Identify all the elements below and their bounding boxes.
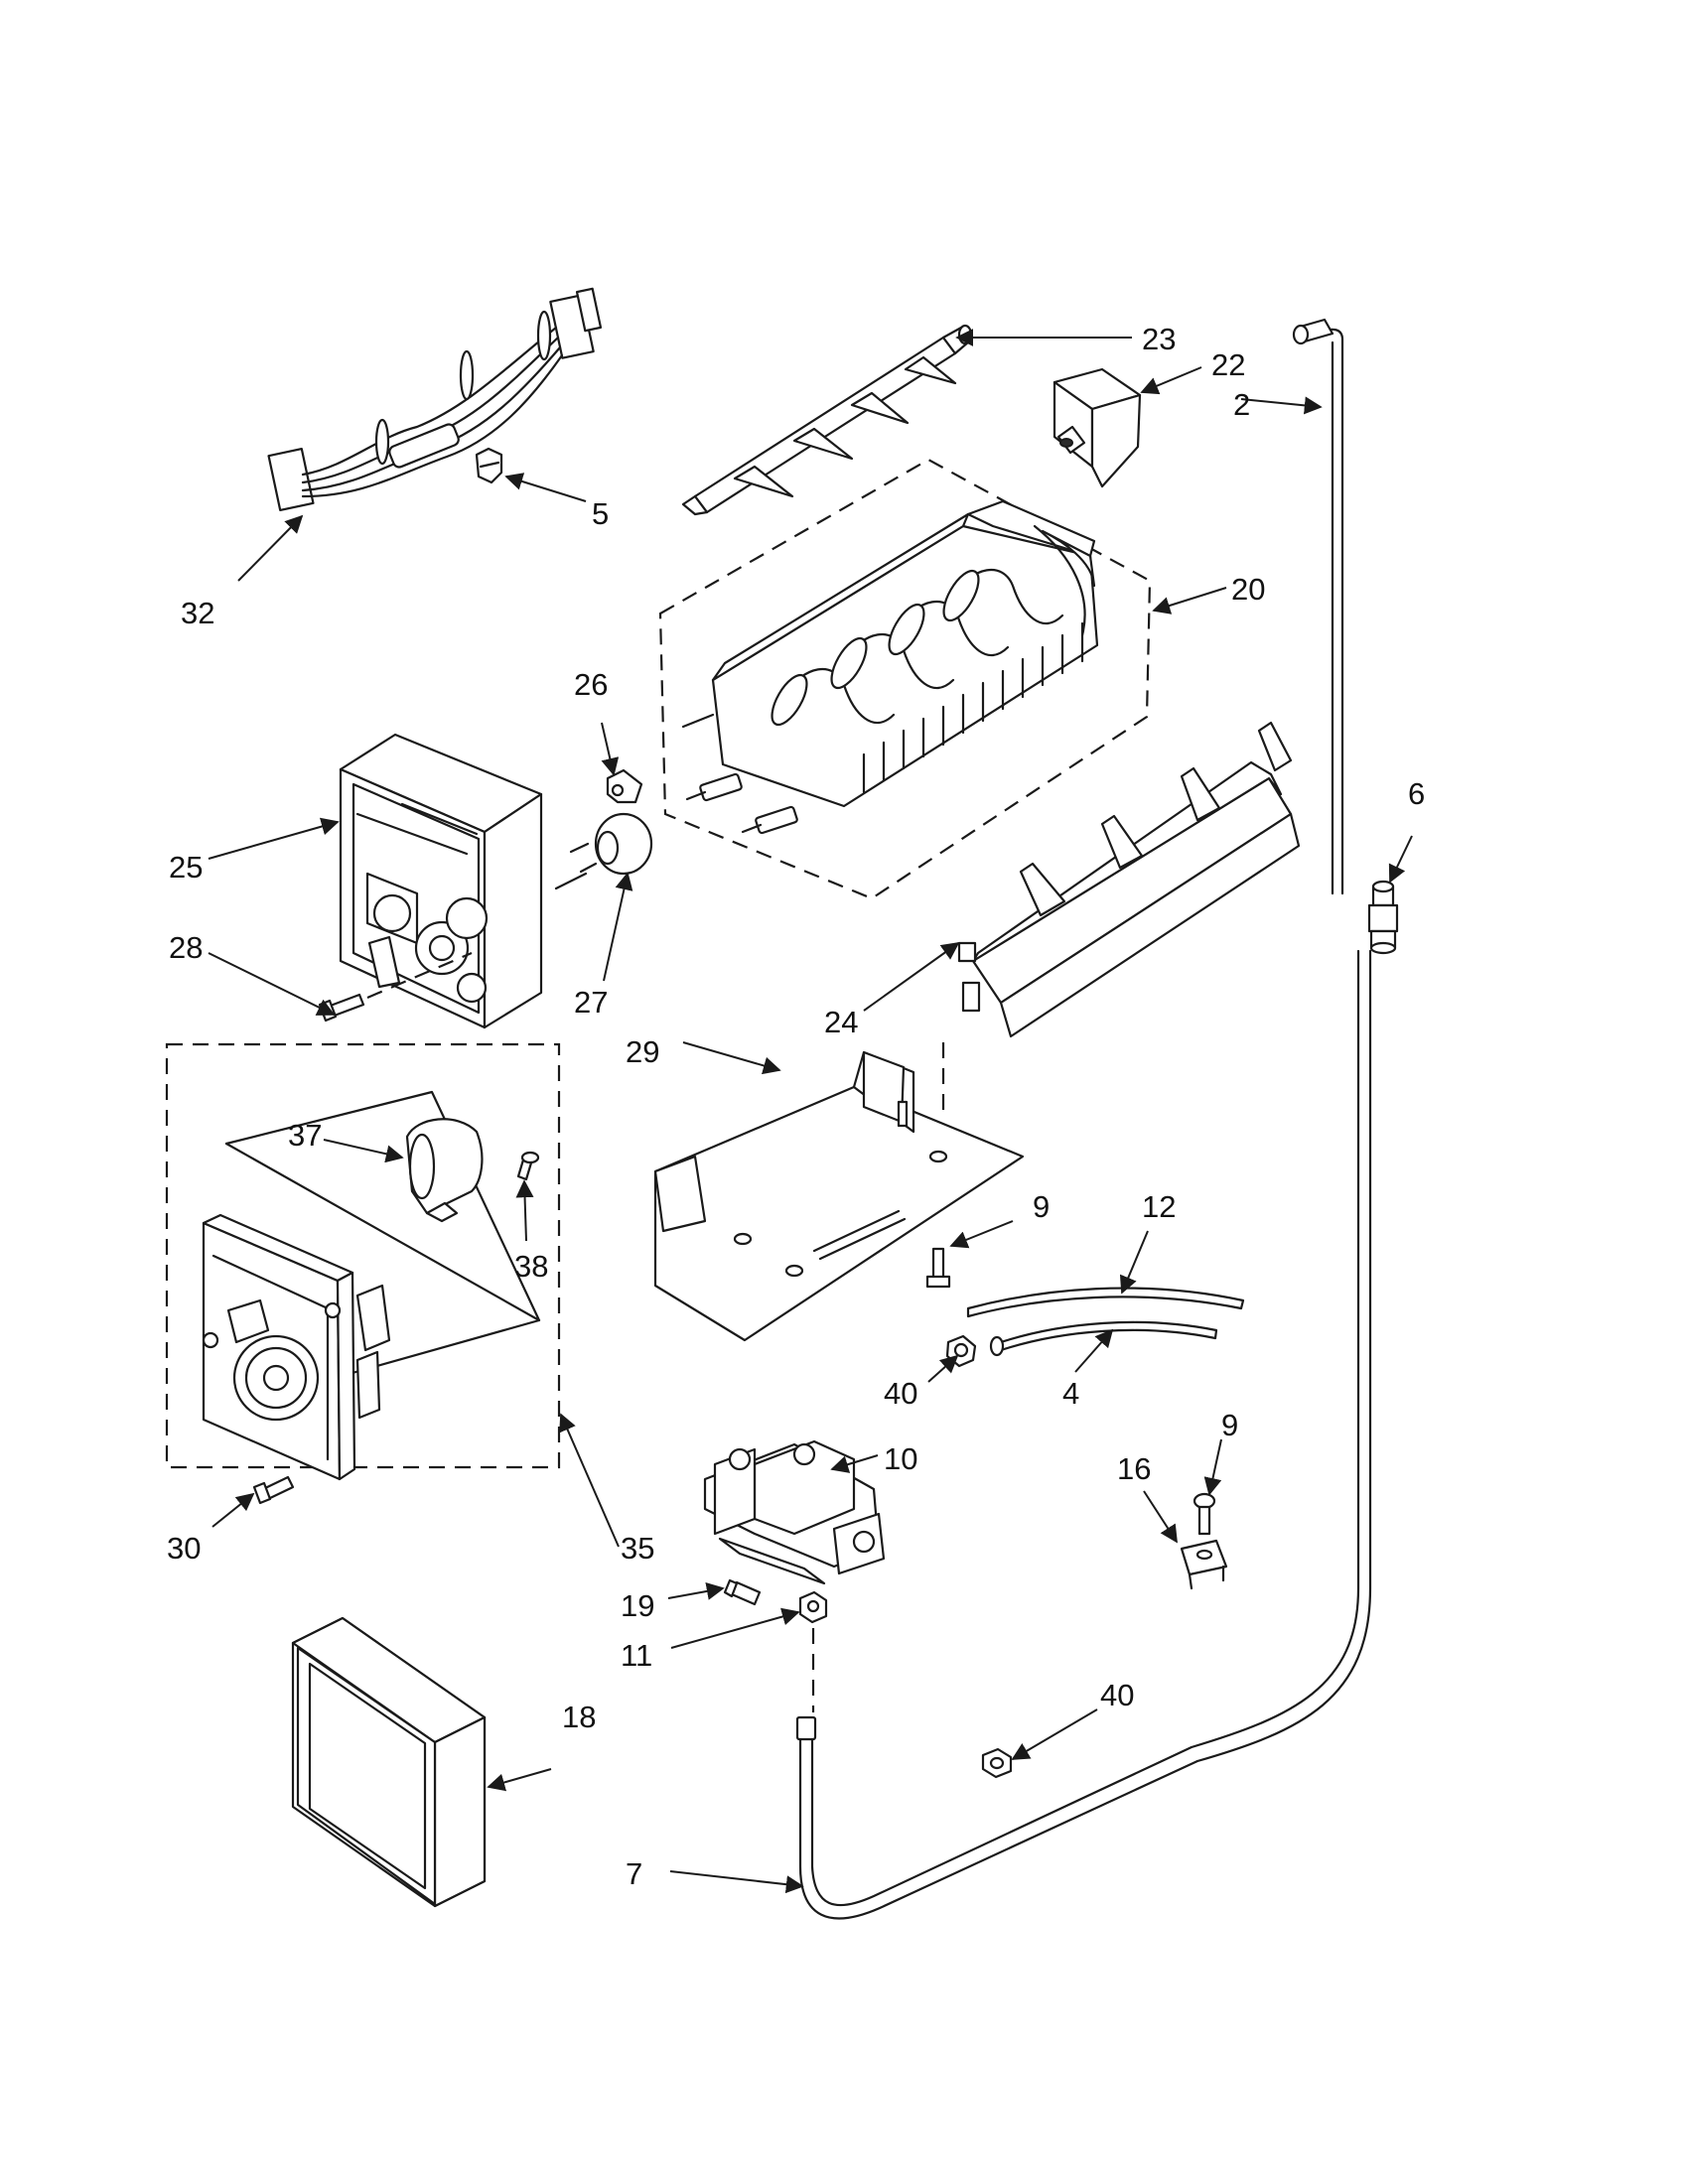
callout-16: 16 [1117, 1451, 1151, 1486]
callout-37: 37 [288, 1118, 322, 1153]
part-6-coupling [1367, 880, 1399, 955]
part-24-stripper [957, 721, 1301, 1038]
callout-19: 19 [621, 1588, 654, 1623]
part-28-screw [318, 993, 365, 1023]
part-35-module-assembly [165, 1042, 561, 1481]
callout-12: 12 [1142, 1189, 1176, 1224]
part-23-ejector-shaft [681, 324, 973, 516]
callout-38: 38 [514, 1249, 548, 1284]
callout-2: 2 [1233, 387, 1250, 422]
callout-30: 30 [167, 1531, 201, 1566]
callout-10: 10 [884, 1441, 917, 1476]
screw-axis-dash [366, 951, 473, 1000]
part-12-tube [966, 1287, 1245, 1318]
part-4-tube [989, 1320, 1218, 1357]
callout-35: 35 [621, 1531, 654, 1566]
callout-4: 4 [1062, 1376, 1079, 1411]
part-10-water-valve [703, 1439, 886, 1585]
part-7-water-tube [795, 949, 1372, 1920]
callout-11: 11 [621, 1638, 652, 1673]
callout-28: 28 [169, 930, 203, 965]
callout-40-lower: 40 [1100, 1678, 1134, 1712]
part-25-housing [339, 733, 543, 1029]
part-32-wire-harness [267, 287, 603, 512]
callout-labels: 32 5 23 22 2 20 26 25 28 27 6 24 29 37 3… [167, 322, 1425, 1891]
part-26-thermostat-clip [606, 768, 643, 804]
part-22-fill-cup [1052, 367, 1142, 488]
part-16-clamp [1180, 1539, 1228, 1590]
part-27-thermostat [569, 812, 653, 876]
callout-32: 32 [181, 596, 214, 630]
part-18-cover [291, 1616, 487, 1908]
part-20-ice-mold [658, 458, 1152, 900]
callout-25: 25 [169, 850, 203, 885]
leader-lines [208, 329, 1413, 1894]
callout-5: 5 [592, 496, 609, 531]
callout-20: 20 [1231, 572, 1265, 607]
callout-6: 6 [1408, 776, 1425, 811]
callout-26: 26 [574, 667, 608, 702]
callout-24: 24 [824, 1005, 858, 1039]
part-9-screw-lower [1193, 1492, 1216, 1536]
part-9-screw-upper [925, 1247, 951, 1289]
callout-27: 27 [574, 985, 608, 1020]
callout-7: 7 [626, 1856, 642, 1891]
part-11-nut [798, 1590, 828, 1624]
callout-29: 29 [626, 1034, 659, 1069]
part-2-fill-tube [1292, 318, 1344, 895]
part-19-screw [723, 1578, 762, 1606]
callout-23: 23 [1142, 322, 1176, 356]
callout-40-upper: 40 [884, 1376, 917, 1411]
thermostat-axis-line [554, 872, 588, 890]
callout-9-lower: 9 [1221, 1408, 1238, 1442]
part-30-screw [252, 1475, 295, 1505]
callout-18: 18 [562, 1700, 596, 1734]
callout-22: 22 [1211, 347, 1245, 382]
part-5-clip [475, 447, 503, 484]
callout-9-upper: 9 [1033, 1189, 1050, 1224]
part-29-shield [653, 1042, 1025, 1342]
part-40-nut-lower [981, 1747, 1013, 1779]
